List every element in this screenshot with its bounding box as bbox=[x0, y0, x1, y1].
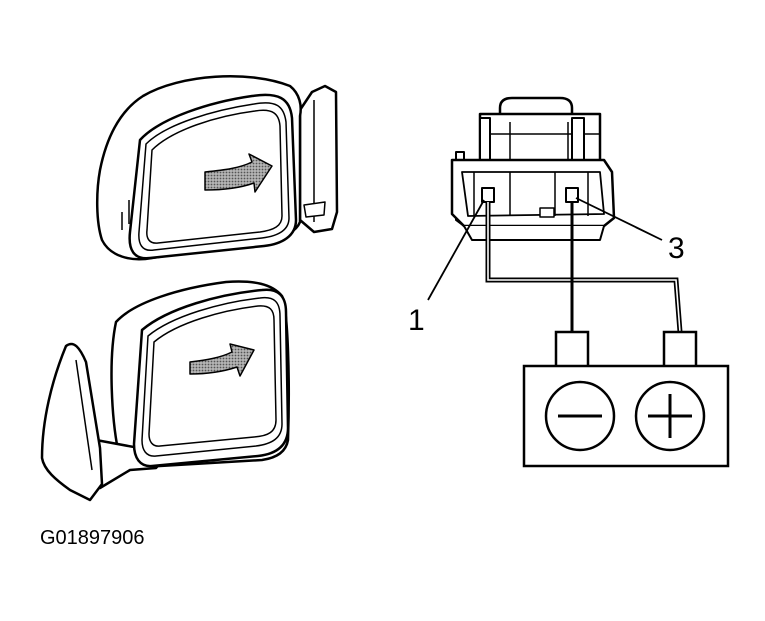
test-leads bbox=[485, 202, 683, 333]
positive-post bbox=[662, 330, 698, 370]
figure-id: G01897906 bbox=[40, 527, 145, 549]
mirror-connector bbox=[450, 96, 616, 241]
lower-tilt-arrow bbox=[189, 343, 255, 377]
callout-3-leader bbox=[575, 197, 663, 241]
callout-3-label: 3 bbox=[668, 232, 685, 265]
upper-tilt-arrow bbox=[204, 153, 273, 193]
lower-mirror bbox=[40, 280, 290, 502]
callout-leaders bbox=[427, 197, 663, 301]
upper-mirror-mount bbox=[298, 84, 339, 234]
battery bbox=[522, 330, 730, 468]
negative-post bbox=[554, 330, 590, 370]
upper-mirror bbox=[95, 75, 339, 261]
lower-mirror-mount bbox=[40, 342, 104, 502]
terminal-3 bbox=[565, 187, 579, 203]
callout-1-label: 1 bbox=[408, 304, 425, 337]
callout-1-leader bbox=[427, 199, 485, 301]
